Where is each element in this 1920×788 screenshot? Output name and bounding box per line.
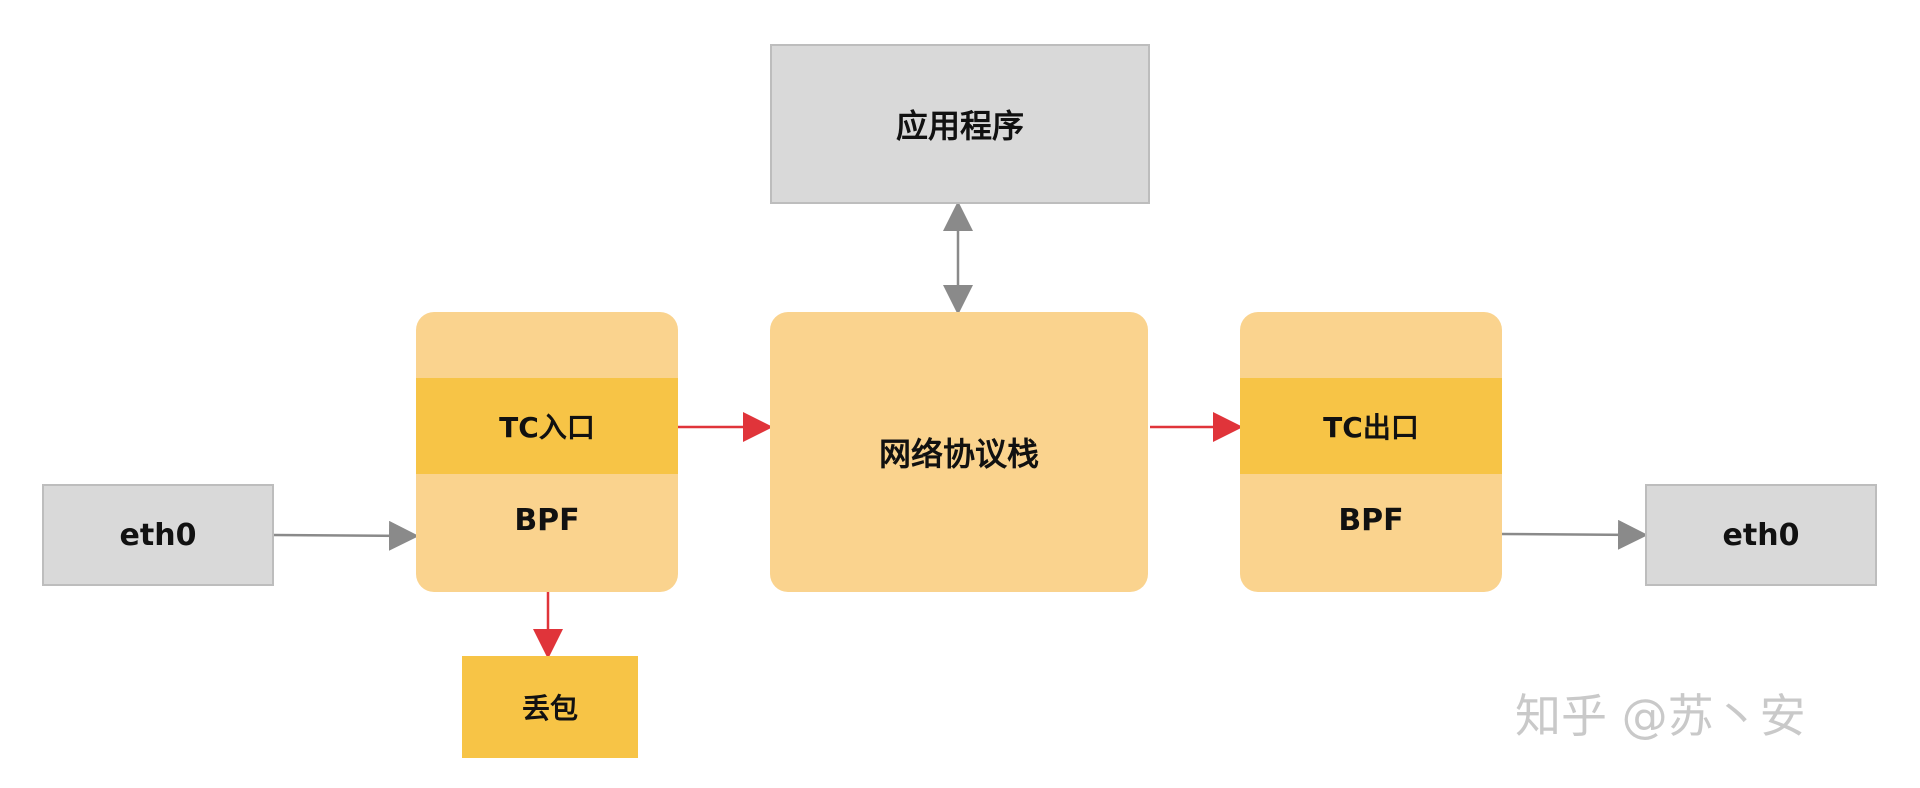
tc-egress-bpf-label: BPF bbox=[1338, 502, 1404, 538]
eth0-egress-box: eth0 bbox=[1645, 484, 1877, 586]
application-label: 应用程序 bbox=[895, 107, 1024, 145]
network-stack-label: 网络协议栈 bbox=[878, 435, 1039, 473]
packet-drop-box: 丢包 bbox=[462, 656, 638, 758]
tc-ingress-label: TC入口 bbox=[416, 378, 678, 474]
tc-egress-label: TC出口 bbox=[1240, 378, 1502, 474]
arrow-eth0-to-tc-ingress bbox=[273, 520, 419, 551]
eth0-ingress-label: eth0 bbox=[119, 517, 197, 553]
tc-ingress-bpf-label: BPF bbox=[514, 502, 580, 538]
watermark: 知乎 @苏丶安 bbox=[1515, 689, 1806, 743]
application-box: 应用程序 bbox=[770, 44, 1150, 204]
packet-drop-label: 丢包 bbox=[521, 692, 578, 725]
eth0-egress-label: eth0 bbox=[1722, 517, 1800, 553]
tc-egress-box: TC出口 BPF bbox=[1240, 312, 1502, 592]
arrow-tc-egress-to-eth0 bbox=[1501, 519, 1648, 550]
eth0-ingress-box: eth0 bbox=[42, 484, 274, 586]
tc-ingress-box: TC入口 BPF bbox=[416, 312, 678, 592]
network-stack-box: 网络协议栈 bbox=[770, 312, 1148, 592]
